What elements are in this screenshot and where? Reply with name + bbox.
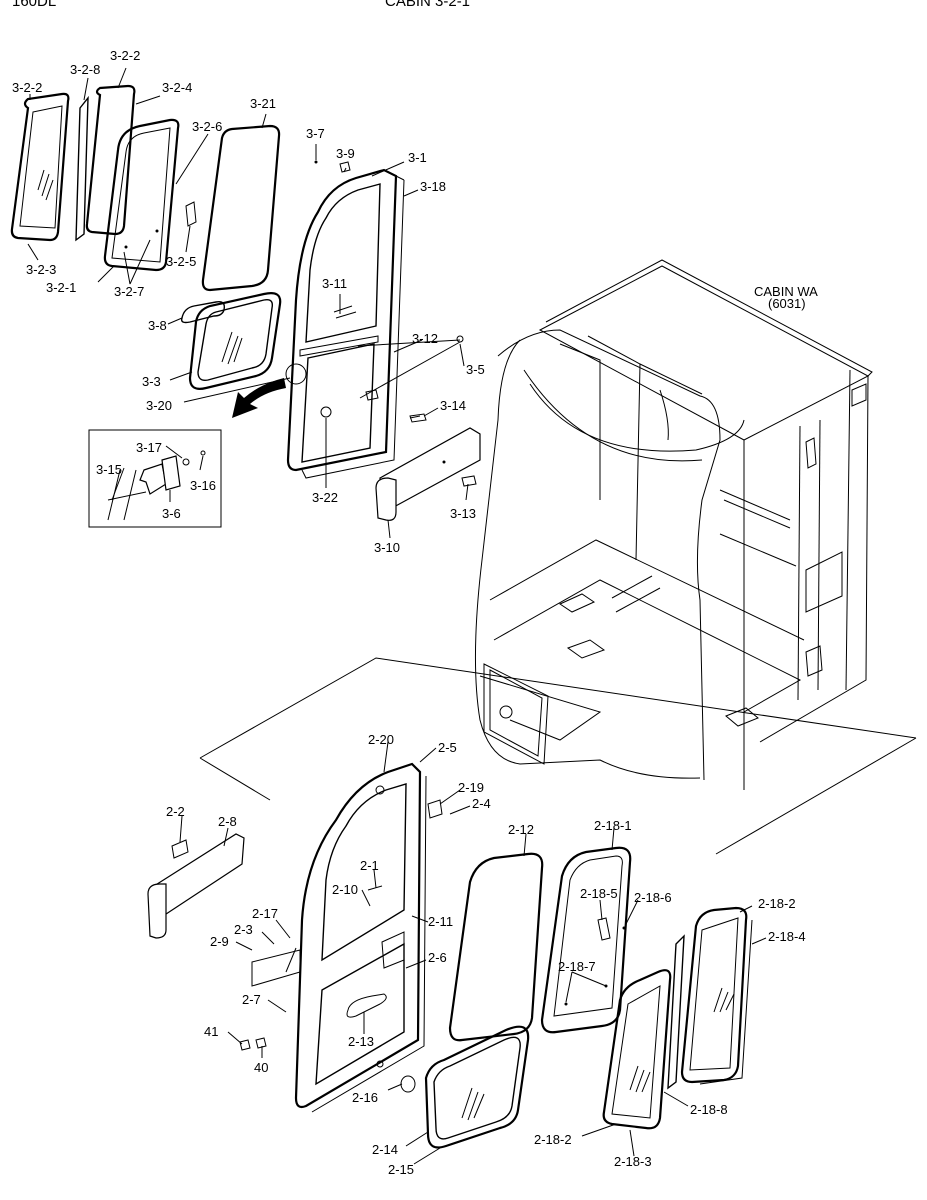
cover-3-10: [375, 427, 481, 521]
detail-box-3-6: [88, 429, 222, 528]
label-3-18: 3-18: [420, 179, 446, 194]
label-3-2-1: 3-2-1: [46, 280, 76, 295]
label-2-13: 2-13: [348, 1034, 374, 1049]
label-3-15: 3-15: [96, 462, 122, 477]
header-title: CABIN 3-2-1: [385, 0, 470, 10]
label-3-5: 3-5: [466, 362, 485, 377]
label-3-2-2: 3-2-2: [12, 80, 42, 95]
cabin-label-name: CABIN WA: [754, 284, 818, 299]
label-3-1: 3-1: [408, 150, 427, 165]
label-2-18-6: 2-18-6: [634, 890, 672, 905]
label-2-7: 2-7: [242, 992, 261, 1007]
label-2-17: 2-17: [252, 906, 278, 921]
label-3-10: 3-10: [374, 540, 400, 555]
label-3-11: 3-11: [322, 276, 347, 291]
label-2-2: 2-2: [166, 804, 185, 819]
detail-arrow: [232, 378, 286, 418]
bracket-2-9: [251, 949, 301, 987]
label-3-2-5: 3-2-5: [166, 254, 196, 269]
label-2-15: 2-15: [388, 1162, 414, 1177]
label-3-2-4: 3-2-4: [162, 80, 192, 95]
label-2-19: 2-19: [458, 780, 484, 795]
label-2-16: 2-16: [352, 1090, 378, 1105]
label-2-1: 2-1: [360, 858, 379, 873]
door-frame-2-20: [285, 762, 427, 1113]
label-2-18-7: 2-18-7: [558, 959, 596, 974]
label-3-22: 3-22: [312, 490, 338, 505]
cabin-label-code: (6031): [768, 296, 806, 311]
rod-3-5: [359, 341, 461, 399]
label-3-6: 3-6: [162, 506, 181, 521]
slide-window-3-3: [188, 292, 282, 390]
label-3-12: 3-12: [412, 331, 438, 346]
label-2-6: 2-6: [428, 950, 447, 965]
latch-2-19: [427, 799, 443, 819]
door-frame-3-1: [285, 160, 464, 479]
label-3-14: 3-14: [440, 398, 466, 413]
window-assembly-2-18: [540, 846, 753, 1130]
label-2-9: 2-9: [210, 934, 229, 949]
cap-2-16: [400, 1075, 416, 1093]
bolt-41: [239, 1039, 251, 1051]
label-2-18-2: 2-18-2: [534, 1132, 572, 1147]
label-2-8: 2-8: [218, 814, 237, 829]
label-2-18-1: 2-18-1: [594, 818, 632, 833]
label-3-3: 3-3: [142, 374, 161, 389]
label-2-5: 2-5: [438, 740, 457, 755]
leader-lines: [27, 67, 767, 1165]
cover-2-8: [147, 833, 245, 939]
label-3-16: 3-16: [190, 478, 216, 493]
label-3-17: 3-17: [136, 440, 162, 455]
label-2-10: 2-10: [332, 882, 358, 897]
window-seal-3-21: [201, 124, 281, 292]
label-2-18-4: 2-18-4: [768, 929, 806, 944]
label-2-12: 2-12: [508, 822, 534, 837]
nut-40: [255, 1037, 267, 1049]
label-3-9: 3-9: [336, 146, 355, 161]
label-3-13: 3-13: [450, 506, 476, 521]
label-3-7: 3-7: [306, 126, 325, 141]
label-3-2-8: 3-2-8: [70, 62, 100, 77]
label-40: 40: [254, 1060, 268, 1075]
label-3-2-7: 3-2-7: [114, 284, 144, 299]
label-2-14: 2-14: [372, 1142, 398, 1157]
label-3-21: 3-21: [250, 96, 276, 111]
label-3-8: 3-8: [148, 318, 167, 333]
label-2-4: 2-4: [472, 796, 491, 811]
reference-plane: [199, 657, 917, 855]
bolt-3-14: [409, 413, 427, 423]
header-model: 160DL: [12, 0, 56, 10]
label-2-18-2: 2-18-2: [758, 896, 796, 911]
label-2-18-8: 2-18-8: [690, 1102, 728, 1117]
part-labels: 3-2-2 3-2-8 3-2-2 3-2-4 3-2-6 3-21 3-7 3…: [12, 48, 806, 1177]
label-3-2-3: 3-2-3: [26, 262, 56, 277]
label-2-18-5: 2-18-5: [580, 886, 618, 901]
label-3-2-6: 3-2-6: [192, 119, 222, 134]
label-41: 41: [204, 1024, 218, 1039]
label-3-20: 3-20: [146, 398, 172, 413]
slide-window-2-14: [424, 1025, 530, 1149]
seal-2-12: [448, 852, 544, 1042]
label-2-20: 2-20: [368, 732, 394, 747]
window-assembly-3-2: [10, 84, 197, 272]
cabin-frame: [474, 259, 873, 790]
label-3-2-2: 3-2-2: [110, 48, 140, 63]
label-2-11: 2-11: [428, 914, 453, 929]
label-2-3: 2-3: [234, 922, 253, 937]
label-2-18-3: 2-18-3: [614, 1154, 652, 1169]
